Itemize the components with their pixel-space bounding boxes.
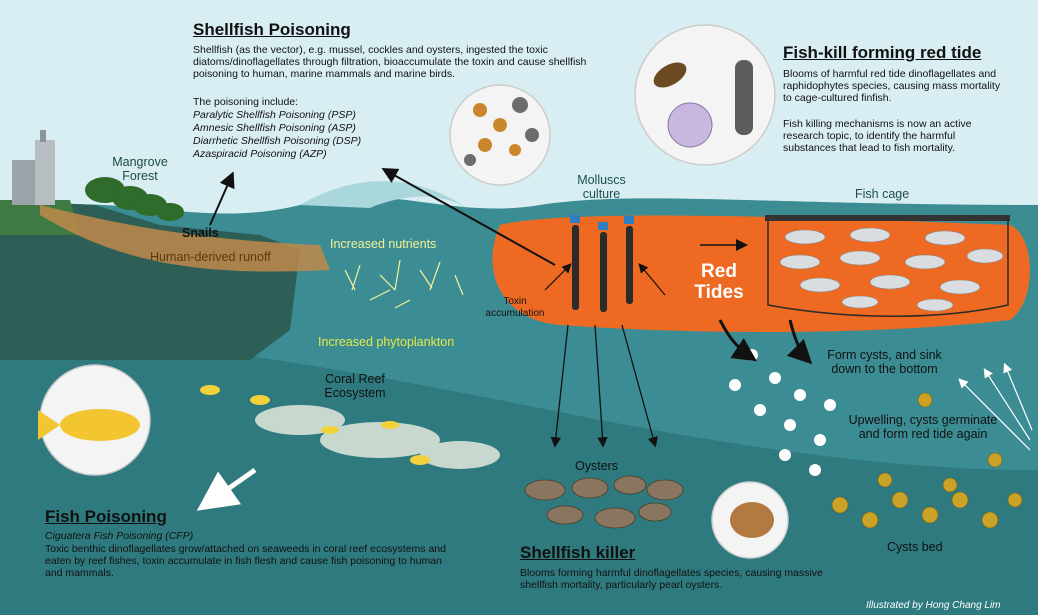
- runoff-label: Human-derived runoff: [150, 250, 271, 264]
- poisoning-type-psp: Paralytic Shellfish Poisoning (PSP): [193, 109, 356, 121]
- fish-poisoning-subtitle: Ciguatera Fish Poisoning (CFP): [45, 530, 193, 542]
- cysts-sink-label: Form cysts, and sink down to the bottom: [812, 348, 957, 377]
- coral-reef-label: Coral Reef Ecosystem: [310, 372, 400, 401]
- poisoning-type-azp: Azaspiracid Poisoning (AZP): [193, 148, 327, 160]
- upwelling-label: Upwelling, cysts germinate and form red …: [848, 413, 998, 442]
- cysts-bed-label: Cysts bed: [887, 540, 943, 554]
- fish-kill-body-1: Blooms of harmful red tide dinoflagellat…: [783, 68, 1008, 104]
- fish-kill-body-2: Fish killing mechanisms is now an active…: [783, 118, 1008, 154]
- fish-kill-title: Fish-kill forming red tide: [783, 43, 981, 63]
- fish-poisoning-title: Fish Poisoning: [45, 507, 167, 527]
- shellfish-poisoning-intro: The poisoning include:: [193, 96, 298, 108]
- nutrients-label: Increased nutrients: [330, 237, 436, 251]
- illustration-credit: Illustrated by Hong Chang Lim: [866, 600, 1001, 612]
- dinoflagellate-magnifier: [635, 25, 775, 165]
- fish-poisoning-body: Toxic benthic dinoflagellates grow/attac…: [45, 543, 455, 579]
- toxin-label: Toxin accumulation: [480, 296, 550, 319]
- fish-cage-label: Fish cage: [855, 187, 909, 201]
- red-tides-label: Red Tides: [688, 262, 750, 304]
- phytoplankton-label: Increased phytoplankton: [318, 335, 454, 349]
- poisoning-type-asp: Amnesic Shellfish Poisoning (ASP): [193, 122, 356, 134]
- shellfish-poisoning-title: Shellfish Poisoning: [193, 20, 351, 40]
- molluscs-label: Molluscs culture: [564, 173, 639, 202]
- shellfish-killer-title: Shellfish killer: [520, 543, 635, 563]
- shellfish-killer-body: Blooms forming harmful dinoflagellates s…: [520, 567, 850, 591]
- mangrove-label: Mangrove Forest: [95, 155, 185, 184]
- factory-icon: [12, 130, 55, 205]
- oysters-label: Oysters: [575, 459, 618, 473]
- snails-label: Snails: [182, 226, 219, 240]
- shellfish-poisoning-body: Shellfish (as the vector), e.g. mussel, …: [193, 44, 593, 80]
- poisoning-type-dsp: Diarrhetic Shellfish Poisoning (DSP): [193, 135, 361, 147]
